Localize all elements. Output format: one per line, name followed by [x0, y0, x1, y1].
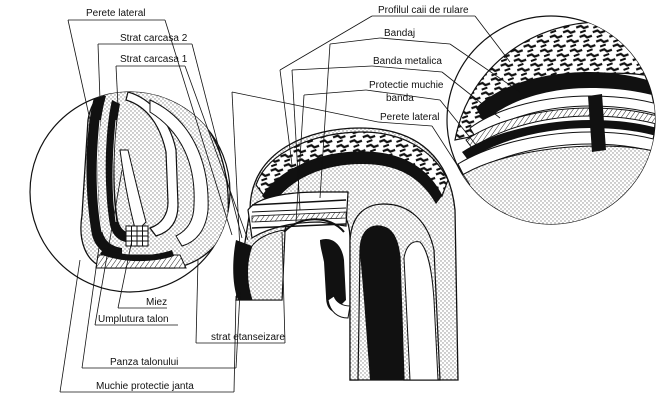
belt-edge-protection [462, 120, 655, 160]
label-panza-talonului: Panza talonului [110, 357, 178, 368]
bead-detail-circle [29, 91, 231, 293]
carcass-ply-2 [86, 92, 122, 258]
label-perete-lateral-left: Perete lateral [86, 8, 145, 19]
label-profilul-caii-de-rulare: Profilul caii de rulare [378, 5, 469, 16]
label-strat-etanseizare: strat etanseizare [211, 332, 285, 343]
leader-lines [59, 15, 521, 393]
label-bandaj: Bandaj [384, 28, 415, 39]
label-protectie-muchie-line2: banda [386, 93, 414, 104]
carcass-ply-1 [105, 100, 134, 243]
label-protectie-muchie-line1: Protectie muchie [369, 80, 444, 91]
sidewall-inner-left [247, 229, 286, 301]
label-muchie-protectie-janta: Muchie protectie janta [96, 381, 194, 392]
tire-cutaway [233, 127, 459, 381]
label-strat-carcasa-1: Strat carcasa 1 [120, 54, 188, 65]
bead-core [125, 225, 149, 247]
steel-belt-detail [465, 107, 655, 149]
label-perete-lateral-right: Perete lateral [380, 112, 439, 123]
sidewall-highlight [403, 241, 439, 381]
chafer-strip [100, 248, 174, 262]
labels: Perete lateral Strat carcasa 2 Strat car… [86, 5, 469, 392]
label-umplutura-talon: Umplutura talon [98, 314, 169, 325]
tread-base [262, 152, 442, 206]
label-miez: Miez [146, 297, 167, 308]
sidewall-cut-left [233, 240, 252, 300]
inner-liner-curve [283, 218, 345, 233]
label-banda-metalica: Banda metalica [373, 56, 442, 67]
sidewall-shadow [360, 226, 404, 380]
sidewall-cut-right [320, 238, 346, 312]
label-strat-carcasa-2: Strat carcasa 2 [120, 33, 188, 44]
tread-detail-circle [446, 15, 656, 225]
tire-cavity [149, 99, 209, 247]
